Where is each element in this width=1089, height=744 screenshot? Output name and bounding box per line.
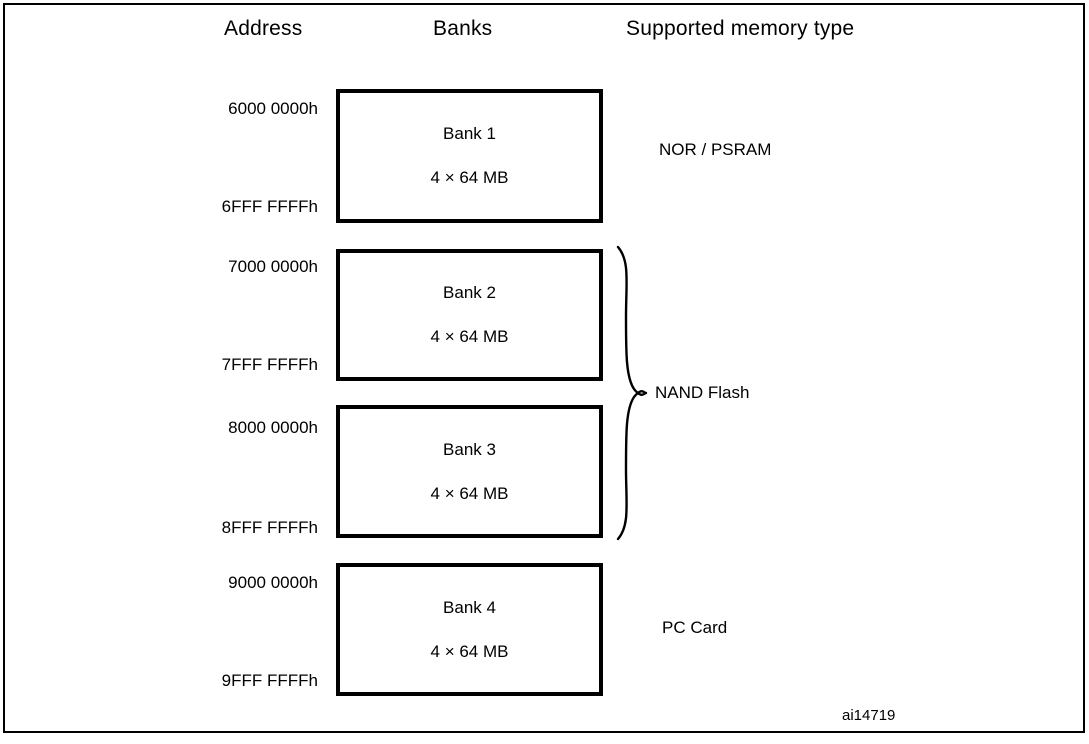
address-end-bank-2: 7FFF FFFFh [221,355,318,374]
bank-box-4-title: Bank 4 [443,597,496,617]
bank-box-3-size: 4 × 64 MB [430,483,509,503]
address-start-bank-1: 6000 0000h [228,99,318,118]
bank-box-2: Bank 2 4 × 64 MB [336,249,603,381]
address-end-bank-3: 8FFF FFFFh [221,518,318,537]
bank-box-3-title: Bank 3 [443,439,496,459]
bank-box-3: Bank 3 4 × 64 MB [336,405,603,538]
bank-box-1-title: Bank 1 [443,124,496,143]
column-header-address: Address [224,17,303,40]
address-end-bank-4: 9FFF FFFFh [221,671,318,690]
address-start-bank-4: 9000 0000h [228,573,318,592]
figure-watermark: ai14719 [842,707,896,724]
memory-type-label-nor-psram: NOR / PSRAM [659,140,772,159]
column-header-memory-type: Supported memory type [626,17,855,40]
address-end-bank-1: 6FFF FFFFh [221,197,318,216]
curly-brace-icon [608,243,654,543]
bank-box-2-title: Bank 2 [443,283,496,302]
address-start-bank-2: 7000 0000h [228,257,318,276]
memory-type-label-nand-flash: NAND Flash [655,383,750,402]
bank-box-2-size: 4 × 64 MB [430,327,509,346]
bank-box-1-size: 4 × 64 MB [430,168,509,187]
memory-type-label-pc-card: PC Card [662,618,728,637]
bank-box-4: Bank 4 4 × 64 MB [336,563,603,696]
diagram-frame [3,3,1085,733]
bank-box-4-size: 4 × 64 MB [430,641,509,661]
bank-box-1: Bank 1 4 × 64 MB [336,89,603,223]
curly-brace-svg [616,245,648,541]
address-start-bank-3: 8000 0000h [228,418,318,437]
column-header-banks: Banks [433,17,493,40]
